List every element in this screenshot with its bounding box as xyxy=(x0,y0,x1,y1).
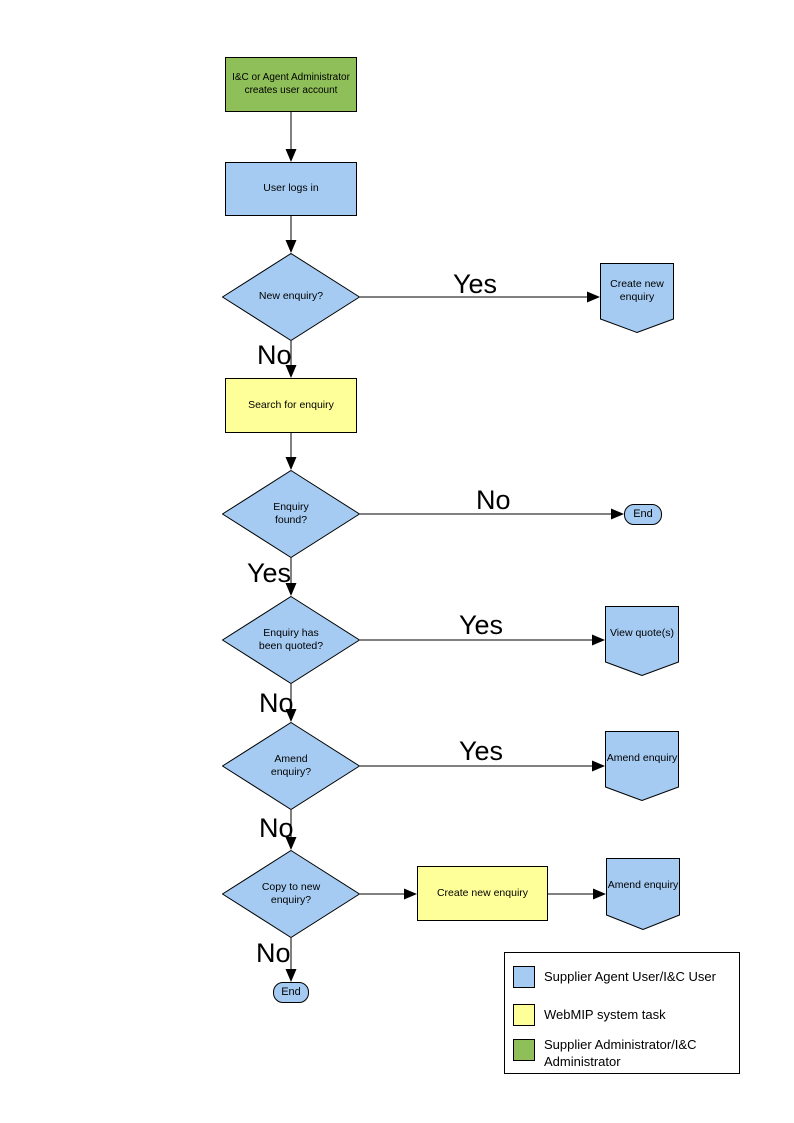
edge-label-no-copy: No xyxy=(256,938,291,968)
amend-enquiry-terminal: Amend enquiry xyxy=(605,731,679,801)
pentagon-shape xyxy=(600,263,674,333)
amend-enquiry-terminal-2: Amend enquiry xyxy=(606,858,680,930)
diamond-shape xyxy=(222,470,360,558)
end-terminator-1-label: End xyxy=(633,507,653,520)
diamond-shape xyxy=(222,253,360,341)
copy-to-new-enquiry-decision: Copy to new enquiry? xyxy=(222,850,360,938)
edge-label-no-new-enquiry: No xyxy=(257,340,292,370)
legend-swatch-yellow xyxy=(513,1004,535,1026)
end-terminator-1: End xyxy=(624,504,662,525)
create-new-enquiry-task: Create new enquiry xyxy=(417,866,548,921)
amend-enquiry-terminal-2-label: Amend enquiry xyxy=(607,879,679,892)
pentagon-shape xyxy=(605,731,679,801)
view-quotes-terminal-label: View quote(s) xyxy=(609,627,674,640)
end-terminator-2: End xyxy=(273,982,309,1003)
amend-enquiry-terminal-label: Amend enquiry xyxy=(606,752,678,765)
edge-label-yes-new-enquiry: Yes xyxy=(453,269,498,299)
pentagon-shape xyxy=(605,606,679,676)
diamond-shape xyxy=(222,722,360,810)
legend-swatch-green xyxy=(513,1039,535,1061)
create-new-enquiry-task-label: Create new enquiry xyxy=(436,886,529,899)
create-new-enquiry-terminal: Create new enquiry xyxy=(600,263,674,333)
legend-label: Supplier Administrator/I&C Administrator xyxy=(544,1037,697,1069)
user-logs-in-node: User logs in xyxy=(225,162,357,216)
enquiry-quoted-decision: Enquiry has been quoted? xyxy=(222,596,360,684)
legend-label: Supplier Agent User/I&C User xyxy=(544,968,716,984)
diamond-shape xyxy=(222,596,360,684)
edge-label-yes-quoted: Yes xyxy=(459,610,504,640)
legend-label: WebMIP system task xyxy=(544,1006,666,1022)
pentagon-shape xyxy=(606,858,680,930)
edge-label-no-amend: No xyxy=(259,813,294,843)
view-quotes-terminal: View quote(s) xyxy=(605,606,679,676)
search-for-enquiry-task: Search for enquiry xyxy=(225,378,357,433)
legend-item-supplier-administrator: Supplier Administrator/I&C Administrator xyxy=(513,1037,726,1071)
end-terminator-2-label: End xyxy=(281,985,301,998)
create-new-enquiry-terminal-label: Create new enquiry xyxy=(610,277,664,303)
new-enquiry-decision: New enquiry? xyxy=(222,253,360,341)
start-node-label: I&C or Agent Administrator creates user … xyxy=(232,72,350,96)
edge-label-no-enquiry-found: No xyxy=(476,485,511,515)
copy-to-new-enquiry-decision-label: Copy to new enquiry? xyxy=(261,880,321,906)
edge-label-no-quoted: No xyxy=(259,688,294,718)
amend-enquiry-decision: Amend enquiry? xyxy=(222,722,360,810)
enquiry-found-decision-label: Enquiry found? xyxy=(273,500,309,526)
user-logs-in-label: User logs in xyxy=(263,182,319,195)
legend-item-webmip-system-task: WebMIP system task xyxy=(513,1004,726,1026)
start-node: I&C or Agent Administrator creates user … xyxy=(225,57,357,112)
legend-swatch-blue xyxy=(513,966,535,988)
enquiry-found-decision: Enquiry found? xyxy=(222,470,360,558)
legend-item-supplier-agent-user: Supplier Agent User/I&C User xyxy=(513,966,726,988)
legend: Supplier Agent User/I&C User WebMIP syst… xyxy=(504,952,740,1074)
edge-label-yes-amend: Yes xyxy=(459,736,504,766)
search-for-enquiry-label: Search for enquiry xyxy=(248,398,334,411)
new-enquiry-decision-label: New enquiry? xyxy=(258,290,324,303)
enquiry-quoted-decision-label: Enquiry has been quoted? xyxy=(258,626,324,652)
amend-enquiry-decision-label: Amend enquiry? xyxy=(270,752,312,778)
diamond-shape xyxy=(222,850,360,938)
edge-label-yes-enquiry-found: Yes xyxy=(247,558,292,588)
